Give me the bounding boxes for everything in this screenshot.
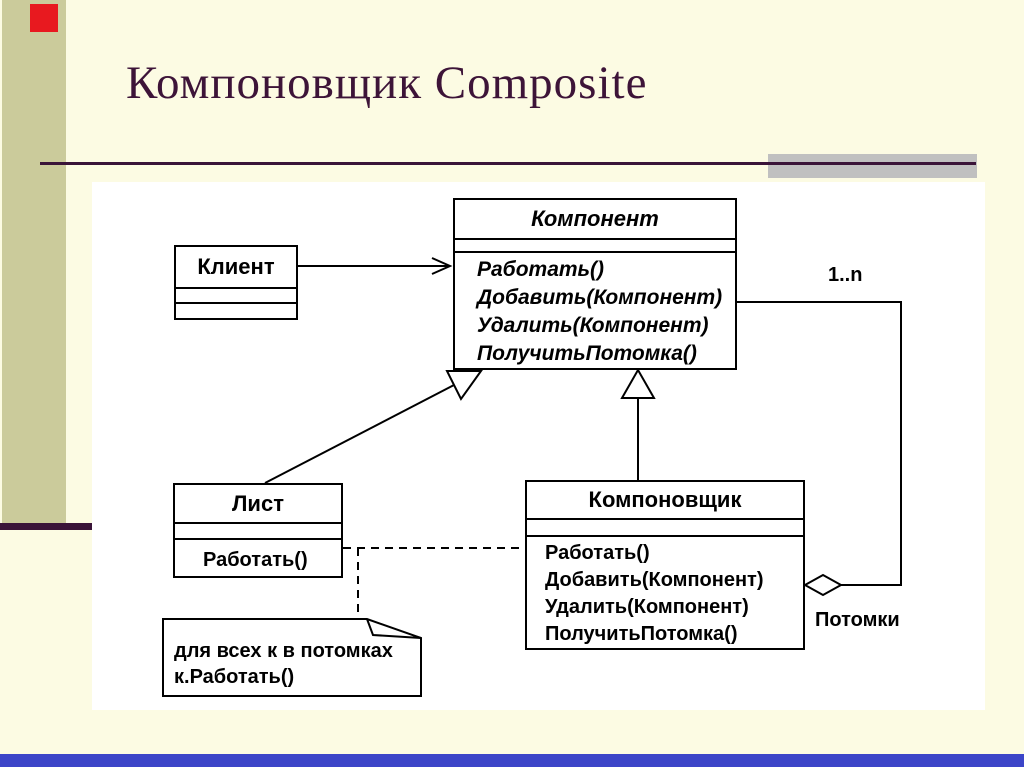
class-methods-compartment: Работать() Добавить(Компонент) Удалить(К…: [455, 253, 735, 368]
gray-accent-block: [768, 154, 977, 178]
class-attributes-compartment: [527, 520, 803, 537]
aggregation-diamond-icon: [802, 573, 844, 597]
hollow-triangle-icon: [445, 370, 483, 401]
left-bar-underline: [0, 523, 112, 530]
composite-inheritance-arrow: [620, 367, 656, 480]
class-methods-compartment: Работать() Добавить(Компонент) Удалить(К…: [527, 537, 803, 648]
class-method: Добавить(Компонент): [545, 569, 764, 591]
class-method: Работать(): [477, 258, 604, 281]
slide-title: Компоновщик Composite: [126, 57, 648, 109]
class-method: Удалить(Компонент): [545, 596, 749, 618]
open-arrowhead-icon: [431, 257, 453, 275]
note-link-dashed: [343, 547, 525, 618]
client-association-arrow: [298, 257, 453, 275]
children-label: Потомки: [815, 609, 900, 631]
note-text-line: к.Работать(): [174, 666, 295, 688]
note-shape: [162, 618, 422, 697]
class-method: ПолучитьПотомка(): [545, 623, 738, 645]
note-fold-icon: [366, 618, 422, 639]
hollow-triangle-icon: [620, 367, 656, 399]
class-method: Работать(): [545, 542, 650, 564]
uml-class-composite: Компоновщик Работать() Добавить(Компонен…: [525, 480, 805, 650]
uml-class-client: Клиент: [174, 245, 298, 320]
class-methods-compartment: [176, 304, 296, 319]
uml-class-component: Компонент Работать() Добавить(Компонент)…: [453, 198, 737, 370]
class-methods-compartment: Работать(): [175, 540, 341, 577]
class-method: Добавить(Компонент): [477, 286, 723, 309]
class-title: Компонент: [455, 200, 735, 240]
class-method: Работать(): [203, 549, 308, 571]
red-accent-square: [30, 4, 58, 32]
class-method: ПолучитьПотомка(): [477, 342, 697, 365]
class-method: Удалить(Компонент): [477, 314, 709, 337]
aggregation-link: [737, 301, 902, 597]
bottom-accent-bar: [0, 754, 1024, 767]
left-accent-bar: [2, 0, 66, 523]
note-box: для всех к в потомках к.Работать(): [162, 618, 423, 698]
connector-layer: [264, 257, 902, 618]
class-title: Клиент: [176, 247, 296, 289]
title-underline: [40, 162, 976, 165]
class-attributes-compartment: [455, 240, 735, 253]
leaf-inheritance-arrow: [264, 370, 483, 484]
diagram-canvas: Компонент Работать() Добавить(Компонент)…: [92, 182, 985, 710]
note-text-line: для всех к в потомках: [174, 640, 393, 662]
uml-class-leaf: Лист Работать(): [173, 483, 343, 578]
class-title: Компоновщик: [527, 482, 803, 520]
multiplicity-label: 1..n: [828, 264, 863, 286]
class-attributes-compartment: [176, 289, 296, 304]
class-title: Лист: [175, 485, 341, 524]
class-attributes-compartment: [175, 524, 341, 540]
